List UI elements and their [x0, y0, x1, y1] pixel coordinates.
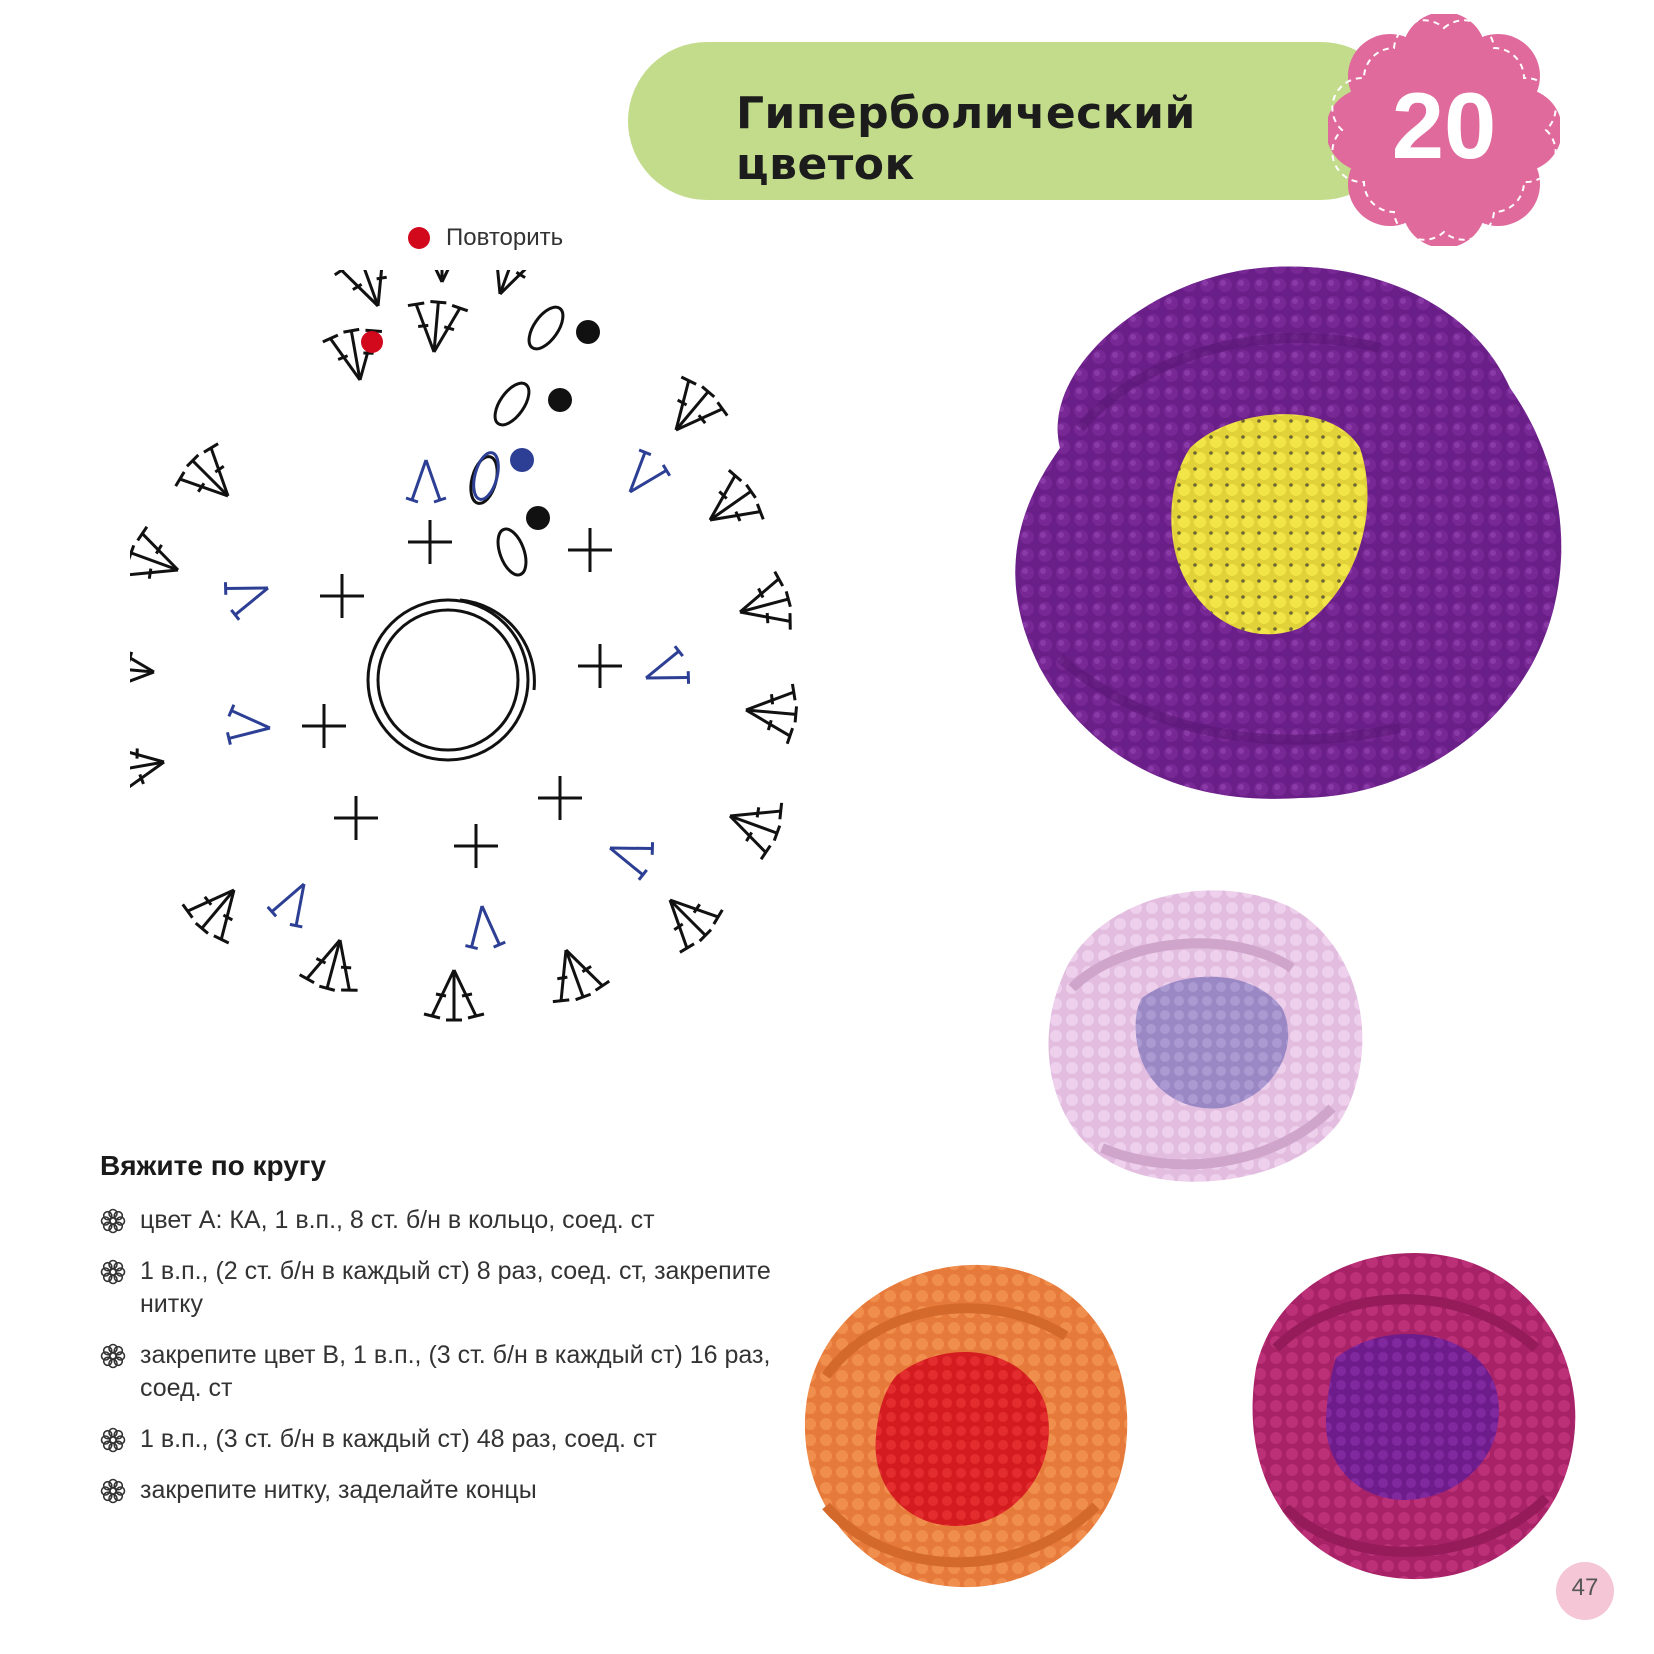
crochet-chart — [130, 270, 800, 1022]
round-2-stitches — [220, 445, 694, 952]
list-item: 1 в.п., (3 ст. б/н в каждый ст) 48 раз, … — [100, 1423, 780, 1456]
step-text: 1 в.п., (3 ст. б/н в каждый ст) 48 раз, … — [140, 1425, 657, 1453]
list-item: цвет А: КА, 1 в.п., 8 ст. б/н в кольцо, … — [100, 1204, 780, 1237]
list-item: закрепите цвет В, 1 в.п., (3 ст. б/н в к… — [100, 1339, 780, 1405]
list-item: закрепите нитку, заделайте концы — [100, 1474, 780, 1507]
flower-bullet-icon — [100, 1208, 126, 1234]
instructions-heading: Вяжите по кругу — [100, 1150, 327, 1181]
pattern-number: 20 — [1391, 73, 1497, 178]
number-badge — [1328, 14, 1560, 246]
flower-bullet-icon — [100, 1343, 126, 1369]
page-number-badge — [1556, 1562, 1614, 1620]
flower-bullet-icon — [100, 1478, 126, 1504]
step-text: 1 в.п., (2 ст. б/н в каждый ст) 8 раз, с… — [140, 1257, 771, 1318]
chain-stitches — [469, 305, 565, 577]
round-3-stitches — [130, 270, 800, 1022]
magenta-flower-photo — [1252, 1252, 1576, 1580]
page-title: Гиперболический цветок — [736, 88, 1196, 190]
repeat-marker-icon — [408, 227, 430, 249]
page-number: 47 — [1571, 1574, 1599, 1601]
instruction-list: цвет А: КА, 1 в.п., 8 ст. б/н в кольцо, … — [100, 1204, 780, 1507]
purple-flower-photo — [1015, 266, 1562, 799]
step-text: закрепите нитку, заделайте концы — [140, 1476, 537, 1504]
round-1-stitches — [300, 518, 624, 870]
legend-label: Повторить — [446, 224, 564, 251]
round-markers — [361, 320, 600, 530]
title-banner — [634, 48, 1394, 194]
lilac-flower-photo — [1048, 890, 1363, 1182]
magic-ring — [366, 598, 536, 762]
chain-stitches-blue — [472, 451, 500, 501]
instructions: Вяжите по кругу цвет А: КА, 1 в.п., 8 ст… — [100, 1150, 780, 1525]
flower-bullet-icon — [100, 1259, 126, 1285]
orange-flower-photo — [804, 1264, 1128, 1588]
step-text: цвет А: КА, 1 в.п., 8 ст. б/н в кольцо, … — [140, 1206, 655, 1234]
flower-bullet-icon — [100, 1427, 126, 1453]
step-text: закрепите цвет В, 1 в.п., (3 ст. б/н в к… — [140, 1341, 771, 1402]
list-item: 1 в.п., (2 ст. б/н в каждый ст) 8 раз, с… — [100, 1255, 780, 1321]
